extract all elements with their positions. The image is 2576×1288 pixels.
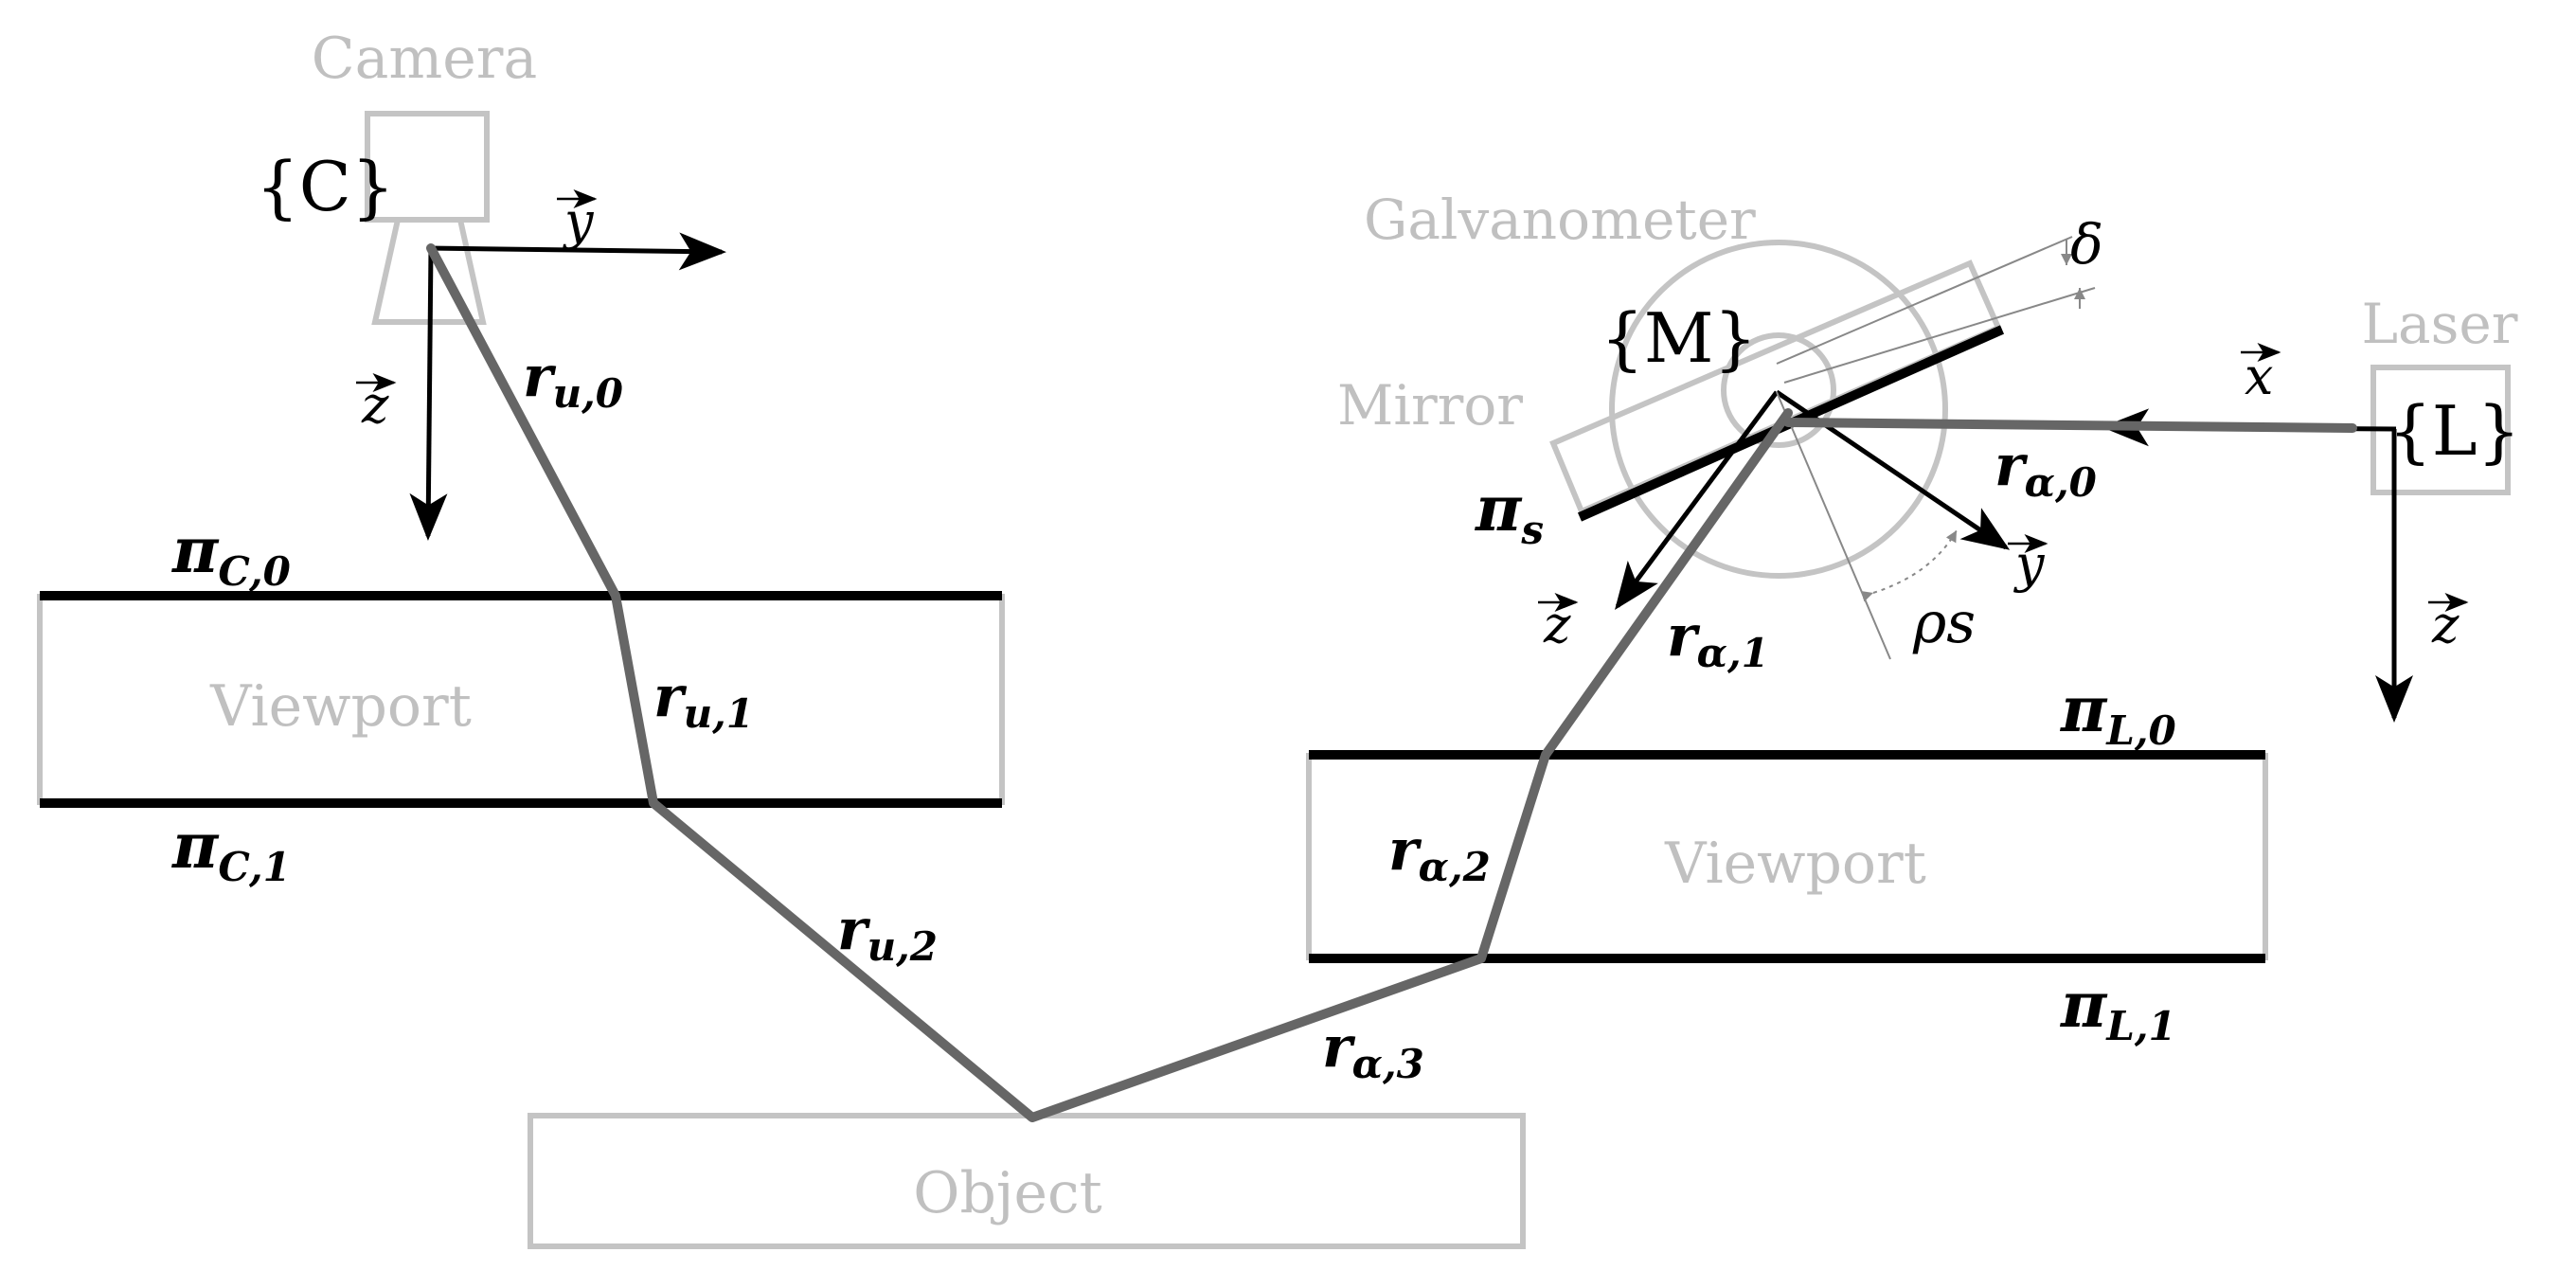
mirror-frame-label: {M} [1601,298,1757,378]
plane-labels: πC,0 πC,1 πL,0 πL,1 πs [170,472,2176,1049]
rho-s-label: ρs [1912,590,1976,656]
pi-c0-label: πC,0 [170,513,291,595]
pi-l0-label: πL,0 [2059,672,2176,754]
camera-lens [371,217,487,325]
laser-label: Laser [2362,292,2518,356]
r-alpha2-label: rα,2 [1388,817,1491,890]
svg-text:x: x [2245,347,2273,406]
laser-ray-r-alpha-0 [1783,418,2357,433]
r-alpha0-label: rα,0 [1995,433,2097,506]
mirror-y-axis-label: y [2008,534,2048,594]
svg-text:z: z [1543,595,1571,654]
r-alpha1-label: rα,1 [1667,603,1769,676]
left-viewport-label: Viewport [209,673,472,740]
right-viewport: Viewport [1306,750,2268,963]
delta-guide-outer [1776,236,2073,365]
svg-text:z: z [361,375,389,435]
ray-labels: ru,0 ru,1 ru,2 rα,0 rα,1 rα,2 rα,3 [523,344,2097,1087]
rho-s-arc [1860,529,1958,602]
r-u0-label: ru,0 [523,344,623,417]
pi-c1-label: πC,1 [170,809,291,890]
delta-label: δ [2070,212,2103,277]
laser-x-axis-label: x [2241,343,2281,406]
galvanometer-shaft [1721,332,1836,448]
camera-z-axis [409,247,448,541]
svg-text:z: z [2431,595,2460,654]
mirror-normal [1776,391,1891,660]
pi-l1-label: πL,1 [2059,968,2176,1049]
camera-axes: y z [356,189,726,541]
camera-y-axis [427,232,726,271]
camera-frame-label: {C} [256,147,395,226]
r-alpha3-label: rα,3 [1322,1014,1424,1087]
r-u2-label: ru,2 [837,897,938,970]
left-viewport: Viewport [37,591,1005,808]
camera-y-axis-label: y [557,189,598,251]
pi-s-label: πs [1474,472,1544,553]
right-viewport-label: Viewport [1664,831,1926,897]
r-u1-label: ru,1 [653,664,754,737]
mirror-label: Mirror [1337,373,1523,438]
galvanometer-label: Galvanometer [1364,188,1756,252]
mirror-y-axis [1775,389,2011,550]
laser-z-axis-label: z [2428,593,2469,654]
mirror-z-axis [1615,390,1780,611]
object: Object [528,1113,1526,1249]
svg-text:y: y [563,191,595,251]
delta-indicator: δ [1776,212,2103,384]
laser: Laser {L} [2362,292,2520,495]
laser-frame-label: {L} [2388,391,2520,471]
galvanometer: Galvanometer Mirror {M} [1337,188,2005,579]
camera-z-axis-label: z [356,373,397,435]
camera: Camera {C} [256,26,538,325]
delta-guide-inner [1783,287,2096,384]
camera-ray-path [426,243,1793,1122]
light-path [426,243,2357,1122]
camera-label: Camera [312,26,538,92]
object-label: Object [913,1160,1101,1226]
galvanometer-body [1609,240,1948,579]
mirror-z-axis-label: z [1538,593,1579,654]
